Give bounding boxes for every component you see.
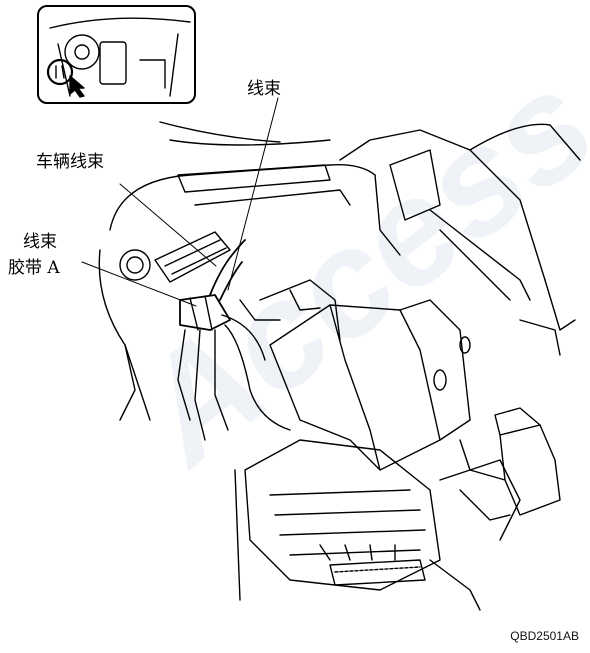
figure-code: QBD2501AB xyxy=(510,629,579,643)
lower-column xyxy=(234,439,521,611)
column-cover xyxy=(269,299,471,471)
wire-harness xyxy=(209,239,291,431)
leader-harness-band xyxy=(81,261,197,307)
label-harness-band-line2: 胶带 A xyxy=(8,258,60,278)
dash-structure xyxy=(98,121,581,421)
locator-highlight-circle xyxy=(46,58,74,86)
locator-inset xyxy=(37,5,196,104)
label-vehicle-harness: 车辆线束 xyxy=(36,152,104,172)
leader-lines xyxy=(81,97,279,307)
label-harness: 线束 xyxy=(247,79,281,99)
harness-band-a xyxy=(177,294,231,441)
locator-arrow-icon xyxy=(69,75,85,98)
leader-vehicle-harness xyxy=(119,183,217,267)
leader-harness-top xyxy=(227,97,279,291)
label-harness-band-line1: 线束 xyxy=(23,232,57,252)
harness-connector xyxy=(459,407,561,516)
